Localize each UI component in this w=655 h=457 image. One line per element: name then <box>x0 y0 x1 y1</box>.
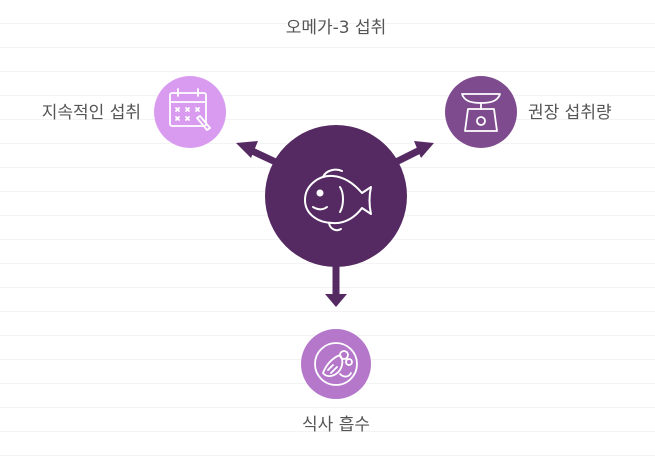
food-icon <box>314 342 358 386</box>
scale-icon <box>461 93 501 132</box>
fish-icon <box>304 168 372 232</box>
left-node-label: 지속적인 섭취 <box>42 103 141 123</box>
calendar-icon <box>169 88 211 131</box>
bottom-node-label: 식사 흡수 <box>302 415 370 435</box>
left-node <box>154 76 226 148</box>
diagram-title: 오메가-3 섭취 <box>286 18 387 38</box>
right-node <box>445 76 517 148</box>
center-node <box>265 125 407 267</box>
arrow-bottom <box>325 262 347 307</box>
bottom-node <box>301 329 371 399</box>
right-node-label: 권장 섭취량 <box>528 103 612 123</box>
